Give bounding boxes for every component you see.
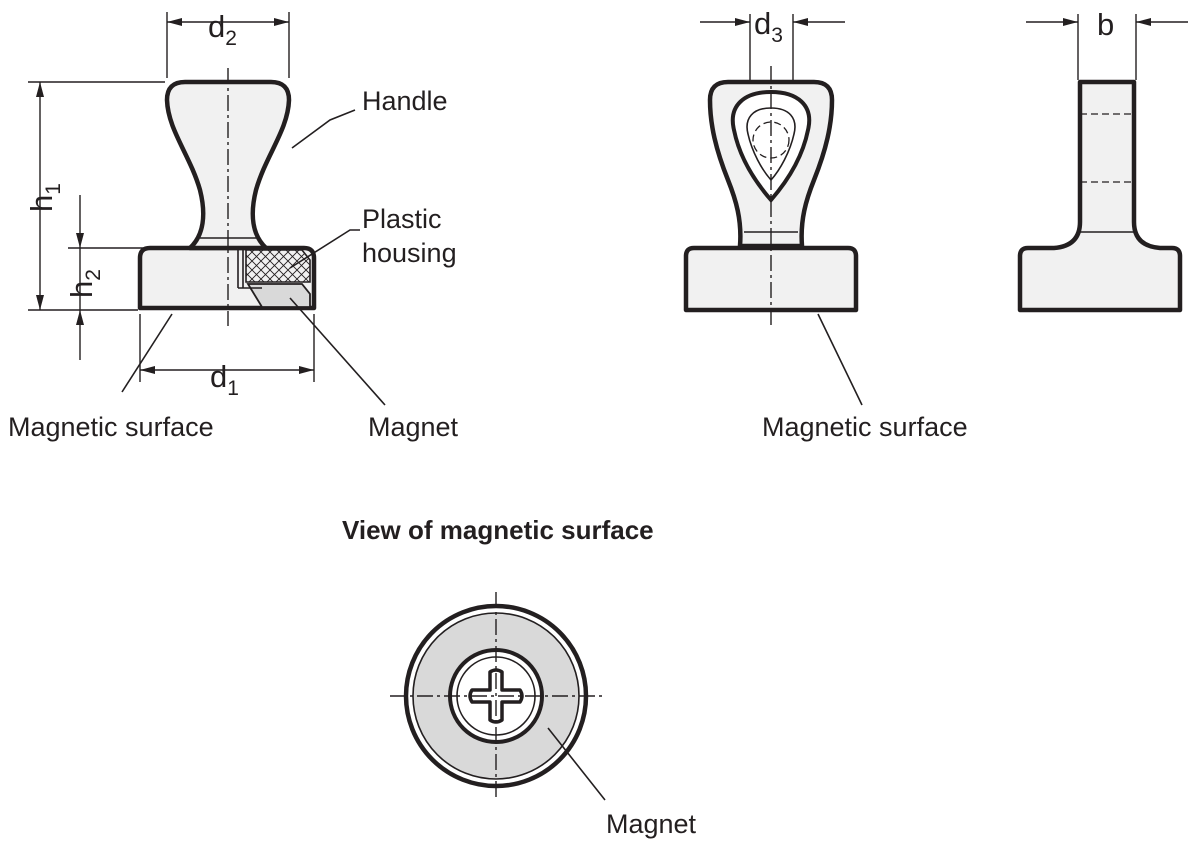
d1-arrow-right	[299, 366, 314, 374]
plastic-housing-leader	[289, 229, 360, 269]
bottom-view: View of magnetic surface Magnet	[342, 515, 697, 839]
h2-arrow-bottom	[76, 310, 84, 325]
side-base-outline	[683, 245, 859, 313]
magnet-left-leader	[289, 297, 386, 406]
h1-arrow-top	[36, 82, 44, 97]
d2-arrow-left	[167, 18, 182, 26]
side-view: d3 Magnetic surface	[683, 6, 968, 442]
magnet-bottom-leader	[547, 727, 606, 801]
handle-label: Handle	[362, 86, 448, 116]
b-arrow-left	[1063, 18, 1078, 26]
b-arrow-right	[1136, 18, 1151, 26]
d1-arrow-left	[140, 366, 155, 374]
magnetic-surface-left-label: Magnetic surface	[8, 412, 214, 442]
h2-arrow-top	[76, 233, 84, 248]
magnet-bottom-label: Magnet	[606, 809, 697, 839]
plastic-housing-label-1: Plastic	[362, 204, 442, 234]
magnetic-surface-right-label: Magnetic surface	[762, 412, 968, 442]
d1-label: d1	[210, 359, 239, 400]
h2-label: h2	[64, 269, 105, 298]
d3-arrow-right	[793, 18, 808, 26]
d3-label: d3	[754, 6, 783, 47]
d3-arrow-left	[735, 18, 750, 26]
d2-label: d2	[208, 9, 237, 50]
side-handle-loop	[730, 89, 812, 204]
magnetic-surface-right-leader	[817, 313, 863, 406]
handle-leader	[291, 109, 356, 149]
b-label: b	[1097, 7, 1114, 42]
plastic-housing-section	[245, 249, 311, 283]
magnet-section	[246, 283, 311, 308]
view-title: View of magnetic surface	[342, 515, 654, 545]
magnetic-surface-left-leader	[121, 313, 173, 393]
edge-body-outline	[1017, 79, 1183, 313]
edge-view: b	[1017, 7, 1188, 313]
d2-arrow-right	[274, 18, 289, 26]
magnet-left-label: Magnet	[368, 412, 459, 442]
plastic-housing-label-2: housing	[362, 238, 457, 268]
front-view: d2 h1 h2 d1 Handle Plastic housing Magne…	[8, 9, 459, 442]
h1-arrow-bottom	[36, 295, 44, 310]
h1-label: h1	[24, 183, 65, 212]
